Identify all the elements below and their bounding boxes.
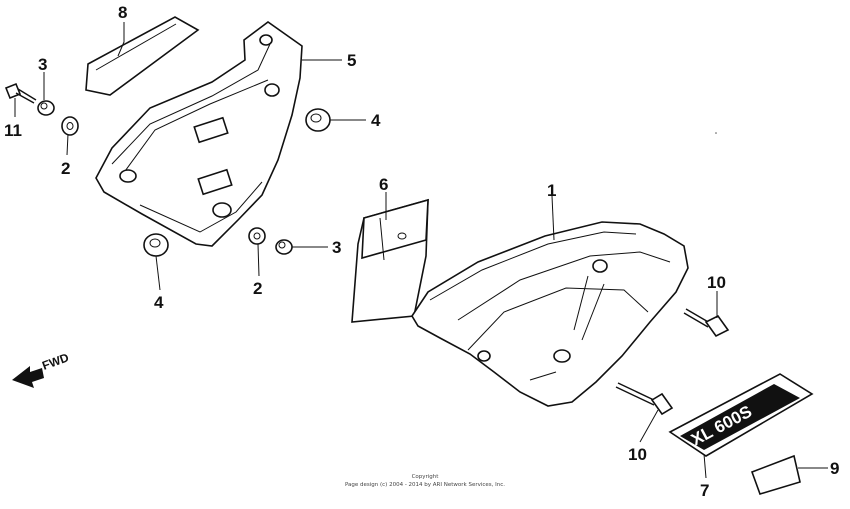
- callout-10-lower: 10: [628, 445, 647, 464]
- stray-mark: [715, 132, 717, 134]
- fwd-label: FWD: [40, 350, 71, 373]
- callout-10-upper: 10: [707, 273, 726, 292]
- part-11-bolt: [4, 82, 37, 104]
- callout-9: 9: [830, 459, 839, 478]
- callout-7: 7: [700, 481, 709, 500]
- part-1-right-side-cover: [411, 221, 689, 407]
- part-5-left-side-cover: [95, 21, 303, 247]
- callout-8: 8: [118, 3, 127, 22]
- forward-arrow-icon: [12, 366, 44, 388]
- forward-direction-indicator: FWD: [12, 350, 71, 388]
- part-4-grommet-upper: [305, 108, 331, 132]
- callout-2-upper: 2: [61, 159, 70, 178]
- callout-4-lower: 4: [154, 293, 164, 312]
- part-6-document-pouch: [351, 198, 429, 323]
- callout-3-lower: 3: [332, 238, 341, 257]
- part-7-model-decal: XL 600S: [668, 373, 814, 457]
- part-10-bolt-lower: [615, 382, 674, 416]
- callout-6: 6: [379, 175, 388, 194]
- part-9-label: [750, 454, 801, 495]
- callout-numbers: 8 5 3 11 2 4 6 1 3 2 4 10 10 7 9: [4, 3, 839, 500]
- callout-5: 5: [347, 51, 356, 70]
- leader-lines: [14, 22, 828, 479]
- copyright-footer: Copyright Page design (c) 2004 - 2014 by…: [345, 474, 505, 488]
- callout-4-upper: 4: [371, 111, 381, 130]
- copyright-line-1: Copyright: [412, 474, 440, 480]
- callout-11: 11: [4, 121, 22, 140]
- callout-3-upper: 3: [38, 55, 47, 74]
- copyright-line-2: Page design (c) 2004 - 2014 by ARI Netwo…: [345, 482, 505, 488]
- part-4-grommet-lower: [143, 233, 169, 257]
- part-10-bolt-upper: [683, 308, 730, 338]
- part-3-collar-lower: [275, 239, 293, 255]
- part-2-washer-lower: [248, 227, 266, 245]
- part-2-washer-upper: [61, 116, 79, 136]
- callout-1: 1: [547, 181, 556, 200]
- part-8-emblem-plate: [85, 16, 200, 96]
- part-3-collar-upper: [37, 100, 55, 116]
- callout-2-lower: 2: [253, 279, 262, 298]
